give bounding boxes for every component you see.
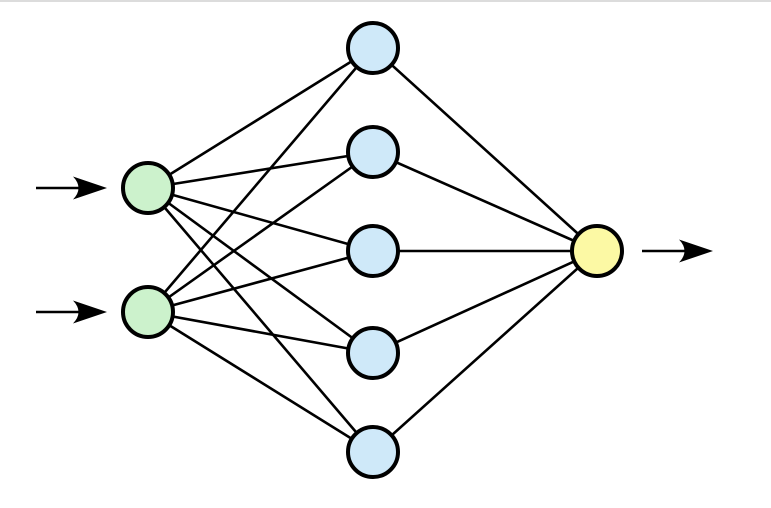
edge-h4-o1 bbox=[372, 249, 598, 355]
input-node-2 bbox=[121, 285, 175, 339]
output-arrow-head-icon bbox=[679, 239, 713, 263]
input-arrow-1 bbox=[36, 176, 107, 200]
output-node bbox=[570, 224, 624, 278]
edge-i2-h2 bbox=[147, 150, 374, 314]
input-arrow-1-head-icon bbox=[73, 176, 107, 200]
edge-h5-o1 bbox=[372, 250, 598, 453]
hidden-node-1 bbox=[346, 21, 400, 75]
hidden-node-5 bbox=[346, 425, 400, 479]
edge-i1-h1 bbox=[147, 46, 374, 190]
top-border-line bbox=[0, 0, 771, 2]
edge-i1-h2 bbox=[147, 150, 374, 190]
input-arrow-2 bbox=[36, 300, 107, 324]
edge-i1-h5 bbox=[147, 187, 374, 453]
edge-i2-h4 bbox=[147, 310, 374, 355]
input-arrow-2-head-icon bbox=[73, 300, 107, 324]
edge-i2-h1 bbox=[147, 47, 374, 313]
edge-i2-h5 bbox=[147, 310, 374, 454]
edge-i1-h4 bbox=[147, 186, 374, 355]
edge-h1-o1 bbox=[372, 47, 598, 252]
hidden-node-2 bbox=[346, 125, 400, 179]
edge-i1-h3 bbox=[147, 186, 374, 253]
output-arrow bbox=[642, 239, 713, 263]
input-node-1 bbox=[121, 161, 175, 215]
edge-i2-h3 bbox=[147, 249, 374, 314]
edge-h2-o1 bbox=[372, 150, 598, 253]
hidden-node-4 bbox=[346, 326, 400, 380]
hidden-node-3 bbox=[346, 224, 400, 278]
